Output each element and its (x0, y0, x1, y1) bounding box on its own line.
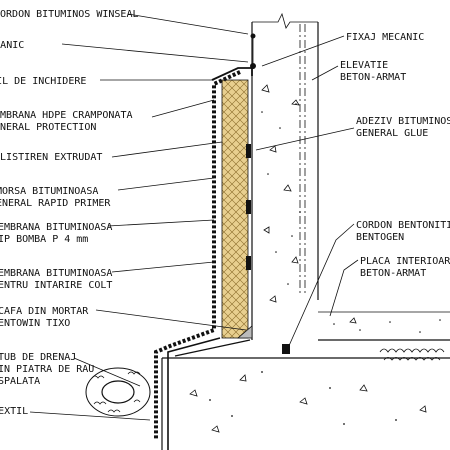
label-line: BETON-ARMAT (340, 72, 406, 83)
label-line: PLACA INTERIOARA (360, 256, 450, 267)
label-line: FIXAJ MECANIC (0, 40, 24, 51)
inox-profile (211, 33, 256, 81)
bentonite-cord (282, 344, 290, 354)
gravel-layer (379, 348, 445, 361)
label-line: MEMBRANA BITUMINOASA (0, 222, 112, 233)
label-line: TUB DE DRENAJ (0, 352, 76, 363)
label-fixaj-mecanic-left: FIXAJ MECANIC (0, 40, 24, 51)
label-scafa-mortar: SCAFA DIN MORTARBENTOWIN TIXO (0, 306, 89, 329)
label-line: PROFIL DE INCHIDERE (0, 76, 86, 87)
foundation-footing (161, 339, 450, 450)
label-line: SCAFA DIN MORTAR (0, 306, 89, 317)
concrete-wall (251, 22, 319, 340)
label-line: FIXAJ MECANIC (346, 32, 424, 43)
label-line: ADEZIV BITUMINOS (356, 116, 450, 127)
label-line: POLISTIREN EXTRUDAT (0, 152, 102, 163)
label-line: BETON-ARMAT (360, 268, 426, 279)
label-line: AMORSA BITUMINOASA (0, 186, 98, 197)
label-polistiren: POLISTIREN EXTRUDAT (0, 152, 102, 163)
hdpe-membrane (154, 70, 241, 440)
label-line: GENERAL PROTECTION (0, 122, 96, 133)
label-line: PENTRU INTARIRE COLT (0, 280, 112, 291)
labels-left: CORDON BITUMINOS WINSEAL FIXAJ MECANIC PRO… (0, 9, 139, 417)
label-line: IN PIATRA DE RAU (0, 364, 94, 375)
xps-insulation (221, 79, 249, 339)
label-line: MEMBRANA BITUMINOASA (0, 268, 112, 279)
bituminous-membranes (167, 337, 251, 450)
label-profil-inchidere: PROFIL DE INCHIDEREINOX (0, 76, 86, 99)
label-line: MEMBRANA HDPE CRAMPONATA (0, 110, 133, 121)
leader-lines-right (255, 35, 359, 349)
label-cordon-bituminos: CORDON BITUMINOS WINSEAL (0, 9, 139, 20)
label-line: BENTOGEN (356, 232, 404, 243)
label-line: CORDON BENTONITIC (356, 220, 450, 231)
label-line: GENERAL RAPID PRIMER (0, 198, 111, 209)
label-line: GENERAL GLUE (356, 128, 428, 139)
interior-slab (318, 311, 450, 341)
label-line: ELEVATIE (340, 60, 388, 71)
leader-lines-left (29, 13, 249, 421)
label-line: TIP BOMBA P 4 mm (0, 234, 88, 245)
label-line: SPALATA (0, 376, 40, 387)
adhesive-dabs (246, 144, 251, 270)
drainage-pipe (85, 367, 151, 417)
label-line: BENTOWIN TIXO (0, 318, 70, 329)
label-line: GEOTEXTIL (0, 406, 28, 417)
mortar-fillet (236, 325, 253, 339)
label-geotextil: GEOTEXTIL (0, 406, 28, 417)
label-fixaj-mecanic-right: FIXAJ MECANIC (346, 32, 424, 43)
label-line: CORDON BITUMINOS WINSEAL (0, 9, 139, 20)
wall-break-line (252, 12, 318, 29)
label-membrana-hdpe: MEMBRANA HDPE CRAMPONATAGENERAL PROTECTI… (0, 110, 133, 133)
